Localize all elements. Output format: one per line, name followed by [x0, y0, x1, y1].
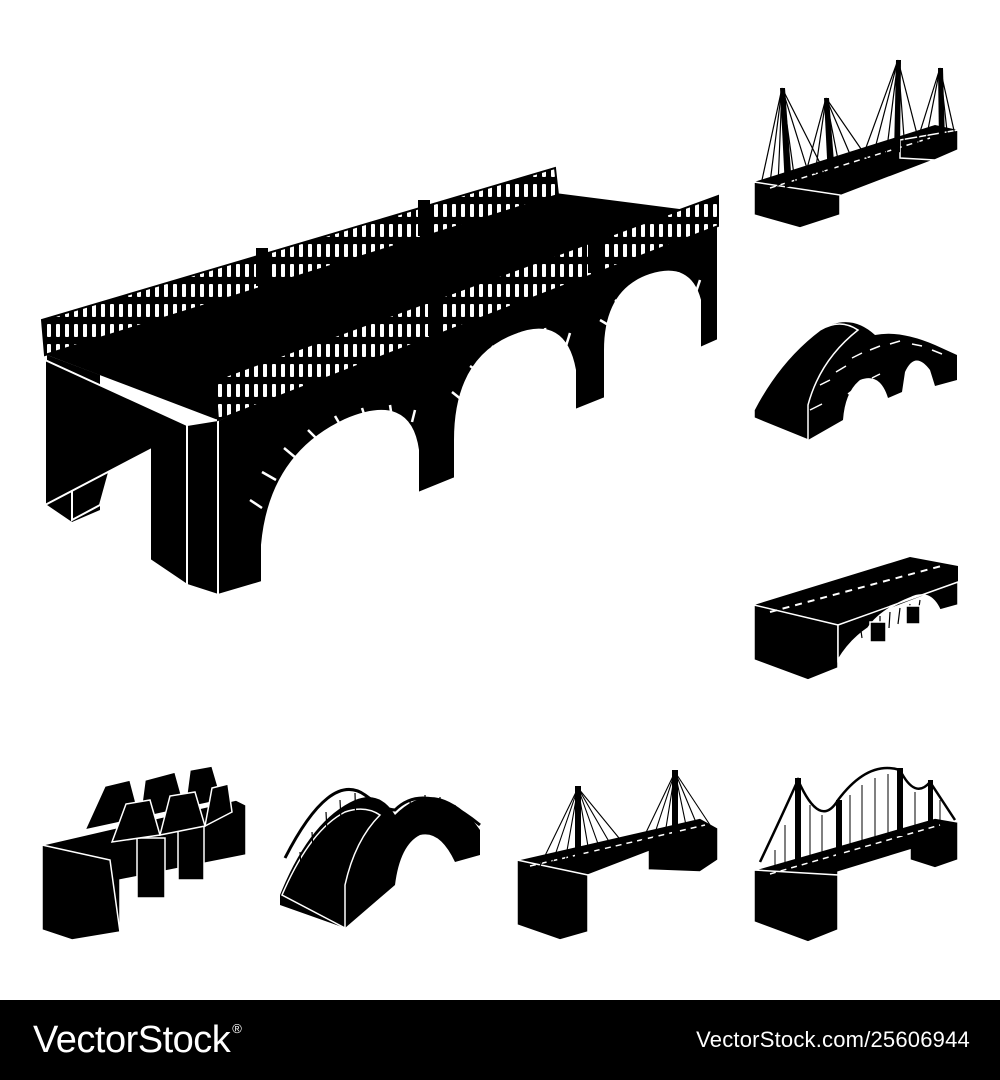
stone-arch-bridge-icon: [40, 166, 719, 597]
footer-bar: VectorStock ® VectorStock.com/25606944: [0, 1000, 1000, 1080]
suspension-bridge-icon: [753, 766, 959, 943]
humpback-stone-bridge-icon: [753, 322, 957, 442]
highway-arch-bridge-icon: [753, 557, 959, 681]
truss-railway-bridge-icon: [41, 765, 247, 941]
brand-name: VectorStock: [33, 1018, 231, 1061]
fan-cable-stayed-bridge-icon: [516, 770, 719, 941]
brand-logo: VectorStock ®: [33, 1018, 242, 1062]
curved-arch-bridge-icon: [280, 788, 481, 930]
registered-mark: ®: [232, 1020, 242, 1036]
icon-sheet: [40, 59, 959, 943]
cable-stayed-bridge-icon: [753, 59, 959, 229]
stock-image-id: VectorStock.com/25606944: [696, 1027, 970, 1052]
